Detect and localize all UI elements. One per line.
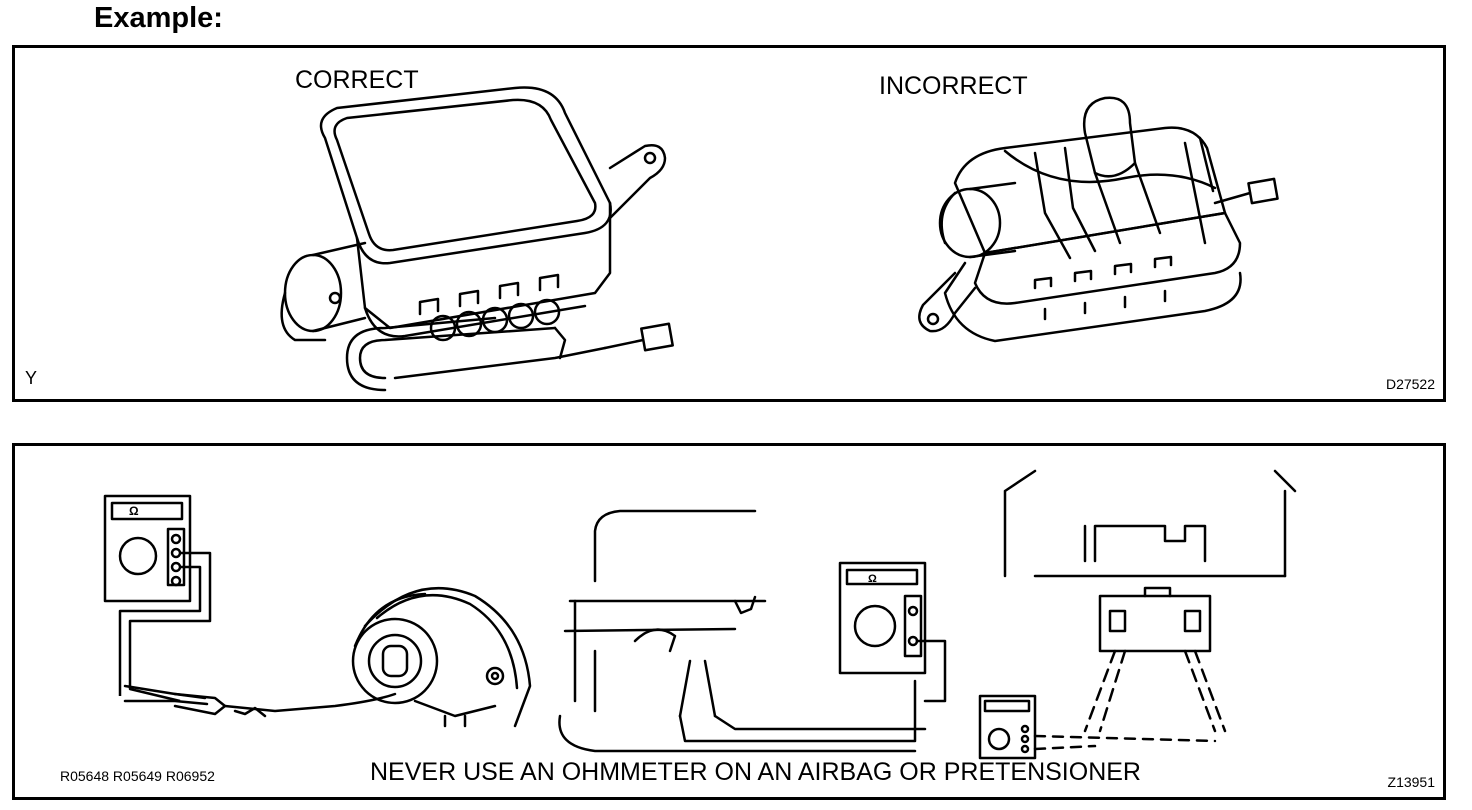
ohm-symbol-middle: Ω — [868, 573, 877, 585]
steering-connector-drawing — [555, 501, 955, 761]
connector-probe-drawing — [975, 471, 1315, 771]
label-correct: CORRECT — [295, 66, 419, 94]
airbag-correct-drawing — [265, 78, 685, 388]
ohmmeter-left-drawing — [100, 491, 230, 711]
label-incorrect: INCORRECT — [879, 72, 1028, 100]
page-heading: Example: — [94, 2, 223, 34]
pretensioner-drawing — [115, 576, 545, 746]
ohmmeter-warning-panel: Ω Ω — [12, 443, 1446, 800]
ohm-symbol-left: Ω — [129, 504, 139, 518]
figure-code-bottom: Z13951 — [1387, 774, 1435, 790]
correct-incorrect-panel: CORRECT INCORRECT Y D27522 — [12, 45, 1446, 402]
corner-mark: Y — [25, 368, 38, 388]
figure-code-top: D27522 — [1385, 376, 1435, 392]
warning-caption: NEVER USE AN OHMMETER ON AN AIRBAG OR PR… — [370, 758, 1141, 786]
airbag-incorrect-drawing — [895, 93, 1285, 353]
source-codes: R05648 R05649 R06952 — [60, 768, 215, 784]
